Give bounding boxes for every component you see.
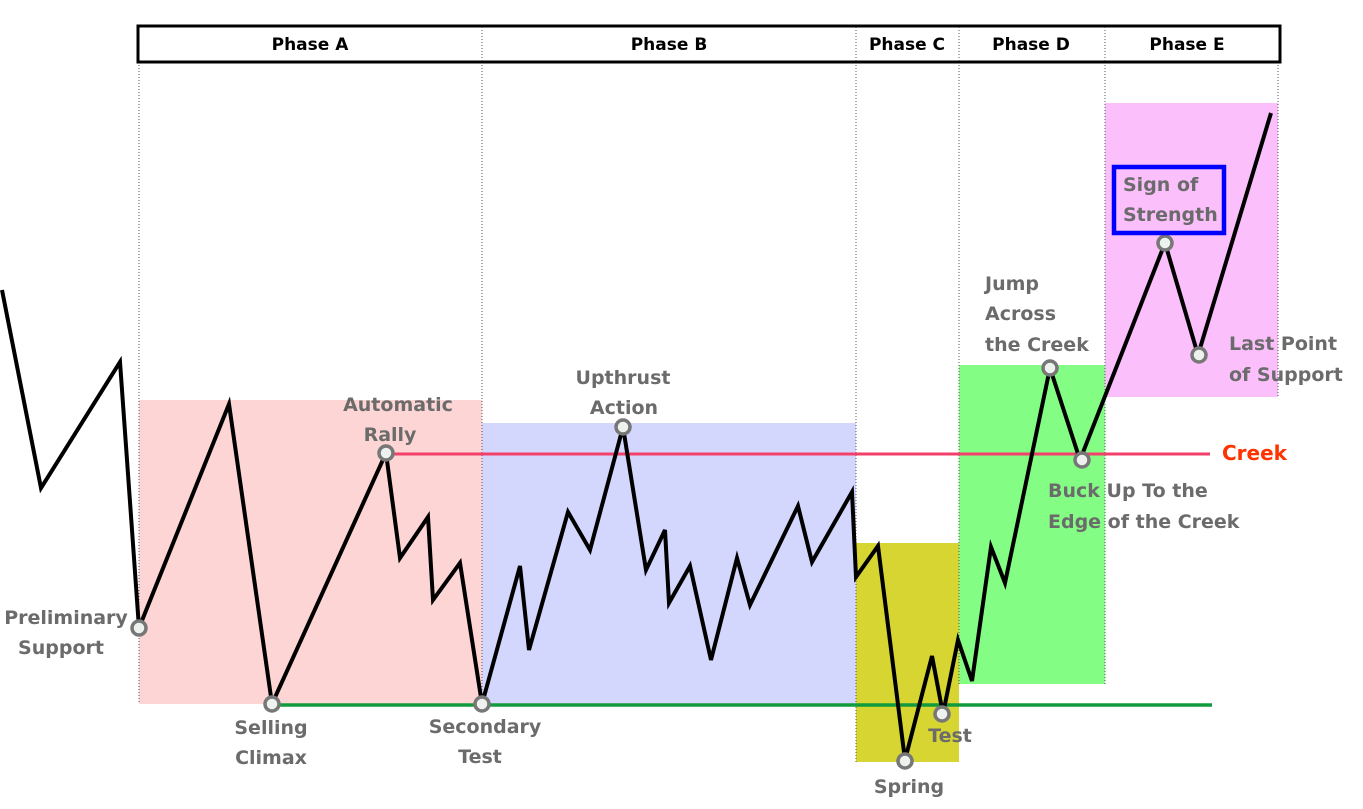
phase-a-label: Phase A	[272, 35, 350, 55]
upthrust-action-line2: Action	[590, 397, 658, 419]
sign-of-strength-marker	[1156, 234, 1174, 252]
jump-across-creek-marker	[1041, 359, 1059, 377]
sign-of-strength-line1: Sign of	[1123, 174, 1199, 196]
phase-d-label: Phase D	[992, 35, 1070, 55]
automatic-rally-marker	[377, 444, 395, 462]
selling-climax-line2: Climax	[235, 747, 307, 769]
phase-dividers	[138, 62, 1279, 762]
spring-label: Spring	[874, 776, 944, 798]
preliminary-support-line1: Preliminary	[4, 607, 128, 629]
phase-b-label: Phase B	[631, 35, 708, 55]
event-markers	[130, 234, 1208, 770]
secondary-test-line1: Secondary	[429, 716, 542, 738]
automatic-rally-line2: Rally	[364, 424, 417, 446]
spring-marker	[896, 752, 914, 770]
phase-e-region	[1105, 103, 1278, 397]
phase-header: Phase A Phase B Phase C Phase D Phase E	[136, 24, 1282, 64]
jump-across-line2: Across	[985, 303, 1056, 325]
jump-across-line1: Jump	[983, 273, 1039, 295]
buck-up-line2: Edge of the Creek	[1048, 511, 1240, 533]
phase-b-region	[482, 423, 856, 704]
selling-climax-marker	[263, 695, 281, 713]
preliminary-support-marker	[130, 619, 148, 637]
upthrust-action-line1: Upthrust	[576, 367, 671, 389]
creek-label: Creek	[1222, 441, 1288, 465]
preliminary-support-line2: Support	[18, 637, 104, 659]
price-path	[0, 112, 1273, 761]
phase-e-label: Phase E	[1149, 35, 1224, 55]
automatic-rally-line1: Automatic	[343, 394, 453, 416]
last-point-line2: of Support	[1229, 364, 1343, 386]
test-marker	[933, 705, 951, 723]
upthrust-action-marker	[614, 418, 632, 436]
buck-up-line1: Buck Up To the	[1048, 480, 1208, 502]
selling-climax-line1: Selling	[234, 717, 307, 739]
phase-a-region	[139, 400, 482, 704]
last-point-line1: Last Point	[1229, 333, 1337, 355]
sign-of-strength-line2: Strength	[1123, 204, 1218, 226]
secondary-test-line2: Test	[458, 746, 502, 768]
phase-c-label: Phase C	[869, 35, 945, 55]
buck-up-marker	[1073, 451, 1091, 469]
sign-of-strength-box	[1111, 164, 1227, 236]
phase-c-region	[856, 543, 959, 762]
jump-across-line3: the Creek	[985, 334, 1089, 356]
last-point-of-support-marker	[1190, 346, 1208, 364]
secondary-test-marker	[473, 695, 491, 713]
phase-d-region	[959, 365, 1105, 684]
test-label: Test	[928, 725, 972, 747]
